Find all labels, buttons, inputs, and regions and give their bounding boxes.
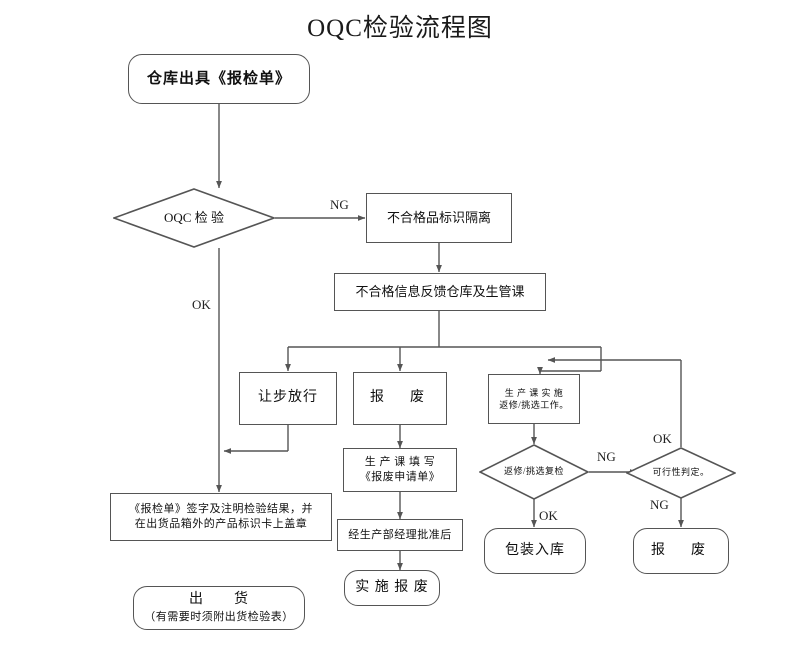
node-oqc-inspection-decision[interactable]: OQC 检 验 [113,188,275,248]
node-packing-into-warehouse[interactable]: 包装入库 [484,528,586,574]
node-warehouse-issue-inspection-form[interactable]: 仓库出具《报检单》 [128,54,310,104]
node-label-line2: 返修/挑选工作。 [499,400,569,410]
node-feedback-to-warehouse-and-pmc[interactable]: 不合格信息反馈仓库及生管课 [334,273,546,311]
edge-label-ng-right: NG [650,497,669,512]
edge-label-ok-left: OK [192,297,211,312]
diamond-shape [479,444,589,500]
node-label: OQC 检 验 [164,209,224,225]
edge-label-ng-top: NG [330,197,349,212]
node-label-line1: 生 产 课 填 写 [364,456,436,469]
node-label-line1: 《报检单》签字及注明检验结果，并 [129,503,313,516]
node-label: 仓库出具《报检单》 [146,70,291,87]
edge-label-ok-right: OK [653,431,672,446]
edge-label-ng-mid: NG [597,449,616,464]
node-feasibility-decision[interactable]: 可行性判定。 [626,447,736,499]
node-label: 返修/挑选复检 [503,466,564,477]
node-label-line2: 在出货品箱外的产品标识卡上盖章 [134,518,308,530]
node-label: 不合格信息反馈仓库及生管课 [355,284,525,300]
node-label-line1: 生 产 课 实 施 [504,387,564,398]
diamond-shape [113,188,275,248]
node-label: 经生产部经理批准后 [348,528,452,541]
node-shipment[interactable]: 出 货 （有需要时须附出货检验表） [133,586,305,630]
node-label-line2: （有需要时须附出货检验表） [144,611,294,624]
node-label: 包装入库 [505,542,565,558]
node-production-manager-approval[interactable]: 经生产部经理批准后 [337,519,463,551]
node-scrap-branch[interactable]: 报 废 [353,372,447,425]
node-label: 不合格品标识隔离 [386,210,491,226]
node-label: 报 废 [370,390,430,406]
node-label-line1: 出 货 [189,592,249,608]
node-label: 让步放行 [258,390,318,406]
node-label-line2: 《报废申请单》 [359,471,441,483]
node-execute-scrap[interactable]: 实 施 报 废 [344,570,440,606]
node-label: 报 废 [651,542,711,558]
diamond-shape [626,447,736,499]
node-production-rework-sorting[interactable]: 生 产 课 实 施 返修/挑选工作。 [488,374,580,424]
page-title: OQC检验流程图 [307,15,493,42]
node-concession-release[interactable]: 让步放行 [239,372,337,425]
node-rework-recheck-decision[interactable]: 返修/挑选复检 [479,444,589,500]
node-production-fill-scrap-application[interactable]: 生 产 课 填 写 《报废申请单》 [343,448,457,492]
node-sign-inspection-form-and-stamp[interactable]: 《报检单》签字及注明检验结果，并 在出货品箱外的产品标识卡上盖章 [110,493,332,541]
node-ng-product-identification-isolation[interactable]: 不合格品标识隔离 [366,193,512,243]
edge-label-ok-mid: OK [539,508,558,523]
node-scrap-final[interactable]: 报 废 [633,528,729,574]
node-label: 可行性判定。 [652,467,710,478]
node-label: 实 施 报 废 [355,579,429,595]
